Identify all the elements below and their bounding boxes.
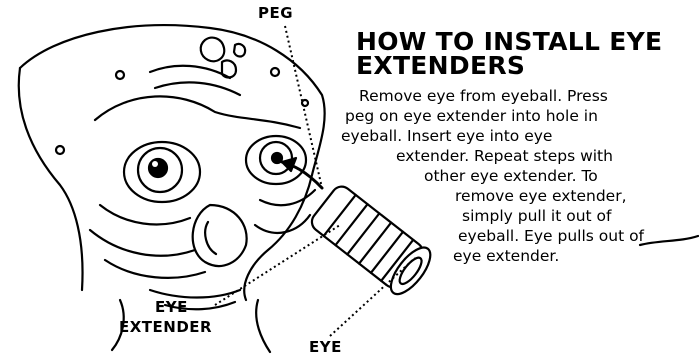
instruction-line: extender. Repeat steps with [396,146,613,166]
brow-wrinkle-2 [155,82,240,95]
instruction-line: eye extender. [453,246,559,266]
instructions-title: HOW TO INSTALL EYE EXTENDERS [356,30,686,78]
eye-label: EYE [309,338,342,356]
neck-line-right [256,300,270,352]
instruction-line: Remove eye from eyeball. Press [359,86,608,106]
instruction-line: simply pull it out of [462,206,612,226]
peg-label: PEG [258,4,293,22]
brow [95,96,300,128]
instruction-line: other eye extender. To [424,166,598,186]
brow-wrinkle [150,66,230,78]
right-eye-hole [272,153,282,163]
instruction-line: eyeball. Insert eye into eye [341,126,552,146]
nose-cavity [193,205,247,266]
head-left-edge [19,68,83,290]
eye-extender-label-line-1: EYE [155,298,188,316]
instruction-line: remove eye extender, [455,186,627,206]
eye-extender-tube [307,181,438,300]
instruction-line: eyeball. Eye pulls out of [458,226,644,246]
title-line-2: EXTENDERS [356,54,686,78]
instruction-line: peg on eye extender into hole in [345,106,598,126]
left-pupil [149,159,167,177]
eye-extender-label-line-2: EXTENDER [119,318,212,336]
